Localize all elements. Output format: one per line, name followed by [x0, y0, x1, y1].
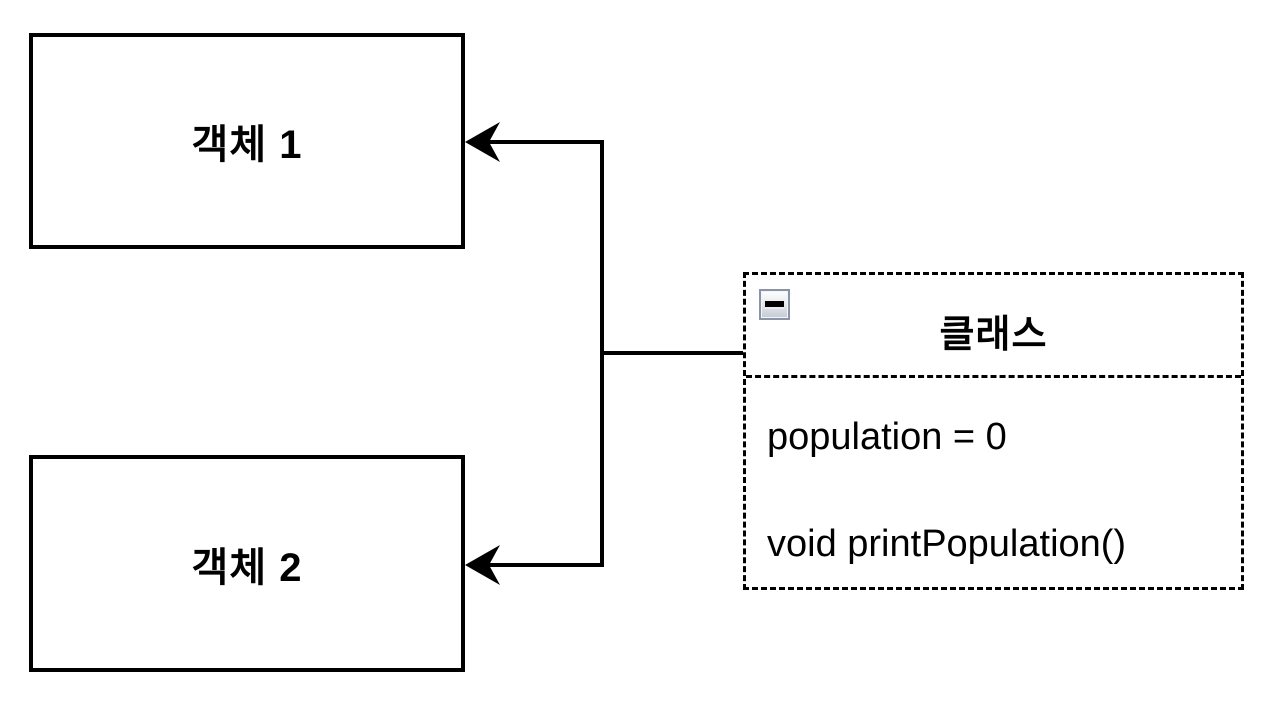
object2-box: 객체 2	[29, 455, 465, 672]
class-member-population: population = 0	[767, 416, 1007, 458]
object1-box: 객체 1	[29, 33, 465, 249]
object2-label: 객체 2	[191, 545, 303, 590]
arrowhead-to-object2	[465, 545, 500, 585]
class-box: 클래스 population = 0 void printPopulation(…	[743, 272, 1244, 590]
object1-label: 객체 1	[191, 123, 303, 167]
collapse-button[interactable]	[759, 289, 790, 320]
class-title: 클래스	[939, 313, 1048, 356]
class-member-print-population: void printPopulation()	[767, 523, 1127, 565]
minus-icon	[765, 300, 784, 309]
class-header: 클래스	[746, 275, 1241, 378]
arrowhead-to-object1	[465, 122, 500, 162]
